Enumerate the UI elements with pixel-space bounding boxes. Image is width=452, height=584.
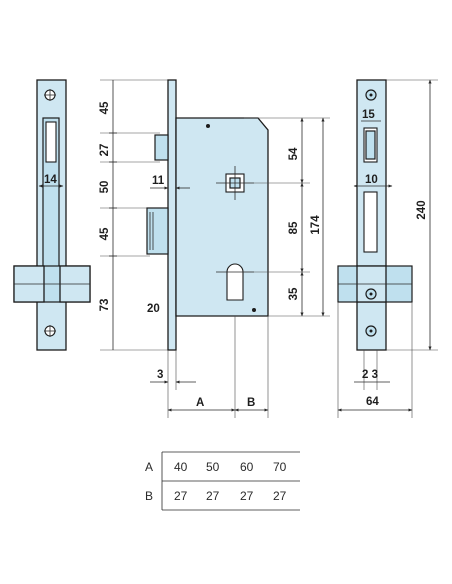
front-plate (167, 79, 177, 351)
dimension-table: A 40 50 60 70 B 27 27 27 27 (145, 451, 300, 511)
left-width-label: 14 (44, 174, 57, 186)
height-45-top: 45 (99, 101, 111, 114)
front-plate-width-label: 20 (147, 303, 160, 315)
table-cell: 70 (273, 460, 287, 474)
front-thickness-label: 3 (157, 369, 163, 381)
table-row-label-b: B (145, 489, 153, 503)
height-45-mid: 45 (99, 227, 111, 240)
right-top-slot-label: 15 (362, 109, 375, 121)
bolt-throw-label: 11 (152, 175, 165, 187)
table-cell: 27 (240, 489, 254, 503)
right-bolt-slot (363, 191, 378, 253)
cylinder-hole (226, 263, 244, 301)
deadbolt (146, 207, 169, 255)
height-73: 73 (99, 299, 111, 312)
right-mid-slot-label: 10 (365, 174, 378, 186)
dim-b-label: B (247, 397, 255, 409)
left-faceplate-view: 14 (13, 79, 91, 351)
right-width-label: 64 (366, 396, 379, 408)
height-27: 27 (99, 144, 111, 157)
table-cell: 60 (240, 460, 254, 474)
dim-174: 174 (310, 215, 322, 235)
lock-case (175, 117, 269, 317)
table-cell: 40 (174, 460, 188, 474)
table-row-label-a: A (145, 460, 153, 474)
dim-35: 35 (288, 287, 300, 300)
table-cell: 27 (174, 489, 188, 503)
table-cell: 27 (273, 489, 287, 503)
latch-top (154, 134, 169, 161)
table-cell: 27 (206, 489, 220, 503)
dim-85: 85 (288, 221, 300, 234)
dim-54: 54 (288, 147, 300, 160)
right-faceplate-view: 240 15 10 2 3 64 (337, 79, 438, 418)
table-cell: 50 (206, 460, 220, 474)
left-top-slot (45, 121, 57, 163)
front-lock-view: 45 27 50 45 73 54 85 35 174 (99, 79, 330, 418)
height-50: 50 (99, 181, 111, 194)
overall-height-label: 240 (416, 200, 428, 219)
right-offsets-label: 2 3 (362, 369, 378, 381)
dim-a-label: A (196, 397, 204, 409)
